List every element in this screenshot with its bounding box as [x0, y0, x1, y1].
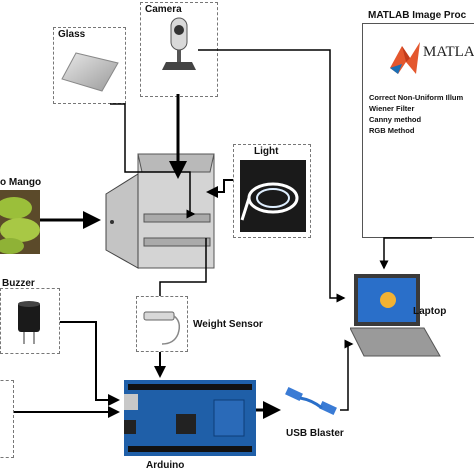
light-to-enclosure-arrow [206, 179, 233, 198]
camera-to-laptop-arrow [198, 49, 346, 303]
matlab-step: Correct Non-Uniform Illum [369, 93, 464, 102]
light-label: Light [254, 146, 279, 157]
glass-label: Glass [58, 29, 86, 40]
matlab-title: MATLAB Image Proc [368, 10, 467, 21]
enclosure-icon [105, 153, 215, 269]
matlab-steps: Correct Non-Uniform Illum Wiener Filter … [369, 92, 463, 136]
buzzer-icon [18, 301, 40, 344]
mango-icon [0, 190, 40, 254]
weight-sensor-label: Weight Sensor [193, 319, 263, 330]
matlab-panel [362, 23, 474, 238]
buzzer-label: Buzzer [2, 278, 35, 289]
usb-blaster-icon [285, 386, 337, 416]
matlab-step: RGB Method [369, 126, 415, 135]
glass-box [53, 27, 126, 104]
matlab-logo-icon [390, 42, 420, 74]
laptop-label: Laptop [413, 306, 447, 317]
laptop-icon [350, 274, 441, 357]
light-box [233, 144, 311, 238]
weight-sensor-icon [143, 311, 181, 345]
camera-icon [162, 17, 196, 70]
input-device-box [0, 380, 14, 458]
glass-to-enclosure-arrow [110, 103, 196, 219]
matlab-step: Canny method [369, 115, 422, 124]
arduino-board-icon [124, 380, 256, 456]
weight-sensor-box [136, 296, 188, 352]
matlab-to-laptop-arrow [379, 237, 432, 270]
usb-blaster-label: USB Blaster [286, 428, 344, 439]
buzzer-box [0, 288, 60, 354]
enclosure-to-arduino-arrow [159, 238, 207, 296]
mango-label: o Mango [0, 177, 42, 188]
matlab-step: Wiener Filter [369, 104, 415, 113]
glass-icon [61, 52, 119, 92]
buzzer-to-arduino-arrow [60, 321, 120, 406]
matlab-logo-text: MATLA [423, 44, 474, 60]
usb-to-laptop-arrow [340, 339, 354, 411]
arduino-label: Arduino [146, 460, 185, 471]
camera-label: Camera [145, 4, 182, 15]
led-strip-icon [240, 160, 306, 232]
